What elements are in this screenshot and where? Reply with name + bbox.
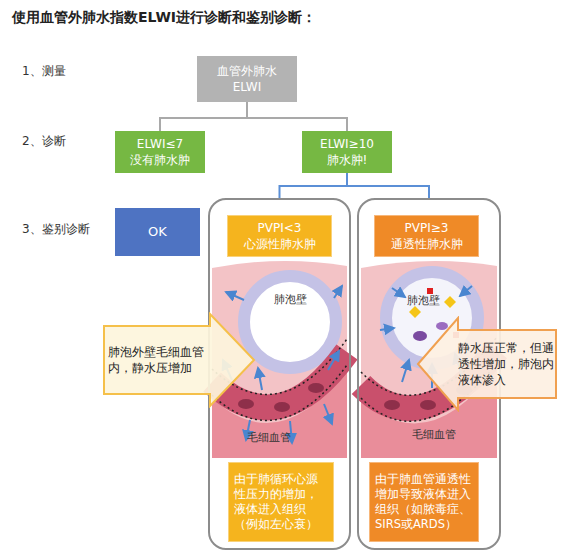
callout-arrow: 肺泡外壁毛细血管内，静水压增加: [102, 312, 256, 408]
connector-line: [347, 173, 429, 198]
connector-line: [247, 102, 347, 131]
step-label: 1、测量: [22, 63, 66, 80]
fluid-arrow: [380, 328, 394, 330]
box-text: 血管外肺水 ELWI: [215, 63, 279, 95]
permeability-box: PVPI≥3通透性肺水肿: [374, 215, 479, 257]
step-label: 3、鉴别诊断: [22, 221, 90, 238]
protein-blob: [436, 322, 448, 330]
callout-arrow: 静水压正常，但通透性增加，肺泡内液体渗入: [416, 316, 558, 412]
inflammatory-cell: [427, 288, 433, 294]
fluid-arrow: [324, 404, 332, 424]
fluid-arrow: [334, 286, 342, 298]
cause-box: 由于肺血管通透性增加导致液体进入组织（如脓毒症、SIRS或ARDS）: [369, 462, 479, 542]
box-text: 由于肺循环心源性压力的增加，液体进入组织（例如左心衰）: [234, 472, 328, 532]
blood-cell: [384, 400, 400, 410]
result-box: OK: [115, 208, 200, 256]
blood-cell: [274, 402, 290, 412]
box-text: 心源性肺水肿: [244, 236, 316, 252]
box-text: ELWI≥10: [320, 136, 374, 152]
fluid-arrow: [460, 286, 472, 296]
fluid-arrow: [392, 288, 405, 297]
fluid-arrow: [258, 368, 262, 390]
box-text: 由于肺血管通透性增加导致液体进入组织（如脓毒症、SIRS或ARDS）: [375, 472, 473, 532]
box-text: 没有肺水肿: [130, 152, 190, 168]
arrow-shape: [104, 314, 254, 406]
blood-cell: [420, 400, 436, 410]
inflammatory-cell: [444, 296, 456, 308]
step-label: 2、诊断: [22, 133, 66, 150]
callout-text-area: 肺泡外壁毛细血管内，静水压增加: [108, 326, 210, 394]
box-text: 肺水肿!: [327, 152, 368, 168]
callout-text-area: 静水压正常，但通透性增加，肺泡内液体渗入: [458, 330, 556, 398]
connector-line: [280, 173, 348, 198]
callout-text: 静水压正常，但通透性增加，肺泡内液体渗入: [458, 340, 556, 388]
cardiogenic-box: PVPI<3心源性肺水肿: [227, 215, 332, 257]
box-text: ELWI≤7: [137, 136, 183, 152]
blood-cell: [308, 383, 324, 393]
title: 使用血管外肺水指数ELWI进行诊断和鉴别诊断：: [12, 9, 316, 27]
cause-box: 由于肺循环心源性压力的增加，液体进入组织（例如左心衰）: [228, 462, 334, 542]
part-label: 肺泡壁: [407, 293, 440, 308]
part-label: 毛细血管: [247, 430, 291, 445]
diagnosis-box: ELWI≤7没有肺水肿: [115, 131, 205, 173]
box-text: PVPI≥3: [405, 220, 449, 236]
blood-cell: [238, 399, 254, 409]
callout-text: 肺泡外壁毛细血管内，静水压增加: [108, 344, 210, 376]
box-text: PVPI<3: [258, 220, 302, 236]
box-text: 通透性肺水肿: [391, 236, 463, 252]
protein-blob: [413, 331, 427, 341]
measure-box: 血管外肺水 ELWI: [197, 56, 297, 102]
part-label: 肺泡壁: [274, 292, 307, 307]
box-text: OK: [148, 224, 167, 240]
arrow-outline: [102, 312, 256, 408]
fluid-arrow: [402, 360, 409, 382]
inflammatory-cell: [409, 306, 421, 318]
fluid-arrow: [328, 351, 339, 370]
arrow-shape: [418, 318, 556, 410]
part-label: 毛细血管: [412, 427, 456, 442]
fluid-arrow: [226, 292, 244, 300]
connector-line: [160, 102, 247, 131]
alveolus: [244, 276, 336, 368]
diagnosis-box: ELWI≥10肺水肿!: [302, 131, 392, 173]
